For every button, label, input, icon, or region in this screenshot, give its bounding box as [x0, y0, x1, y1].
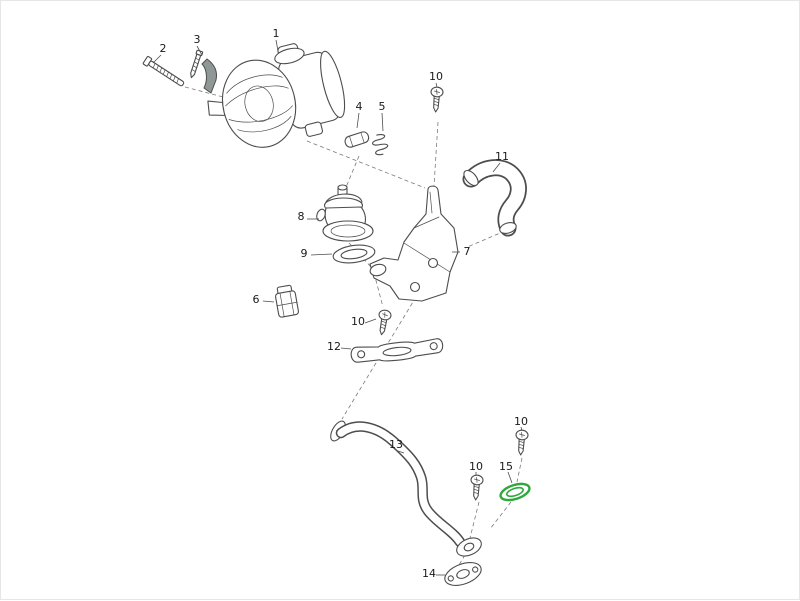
callout-10-b: 10: [351, 315, 365, 328]
part-7-bracket-drawing: [369, 185, 459, 302]
callout-3: 3: [194, 33, 201, 46]
callout-7: 7: [464, 245, 471, 258]
callout-10-a: 10: [429, 70, 443, 83]
callout-10-d: 10: [469, 460, 483, 473]
callout-14: 14: [422, 567, 436, 580]
callout-6: 6: [253, 293, 260, 306]
part-2-bolt-drawing: [142, 55, 185, 87]
callout-labels: 2 3 1 10 4 5 11 8 9 7 6 10 12 13 10 10 1…: [160, 27, 529, 580]
part-10-screw-drawing: [429, 86, 444, 113]
part-12-gasket-drawing: [350, 338, 444, 363]
part-8-shutoff-valve-drawing: [316, 184, 374, 242]
part-9-seal-drawing: [332, 244, 376, 264]
part-1-secondary-air-pump-drawing: [207, 43, 346, 148]
callout-13: 13: [389, 438, 403, 451]
part-13-air-pipe-drawing: [330, 420, 482, 557]
part-10-screw-drawing: [469, 474, 484, 501]
callout-1: 1: [273, 27, 280, 40]
part-3-screw-retainer-drawing: [190, 49, 217, 94]
callout-15: 15: [499, 460, 513, 473]
callout-8: 8: [298, 210, 305, 223]
leader-lines: [152, 39, 523, 576]
part-10-screw-drawing: [375, 308, 393, 337]
callout-4: 4: [356, 100, 363, 113]
callout-12: 12: [327, 340, 341, 353]
callout-2: 2: [160, 42, 167, 55]
callout-5: 5: [379, 100, 386, 113]
part-11-air-hose-drawing: [462, 159, 527, 237]
callout-9: 9: [301, 247, 308, 260]
part-14-flange-drawing: [444, 562, 482, 586]
part-15-highlighted-gasket-drawing: [499, 482, 531, 502]
callout-10-c: 10: [514, 415, 528, 428]
part-4-rubber-mount-drawing: [344, 131, 370, 148]
part-10-screw-drawing: [514, 429, 529, 456]
part-5-spring-drawing: [372, 134, 389, 156]
callout-11: 11: [495, 150, 509, 163]
part-6-clip-drawing: [274, 284, 300, 318]
